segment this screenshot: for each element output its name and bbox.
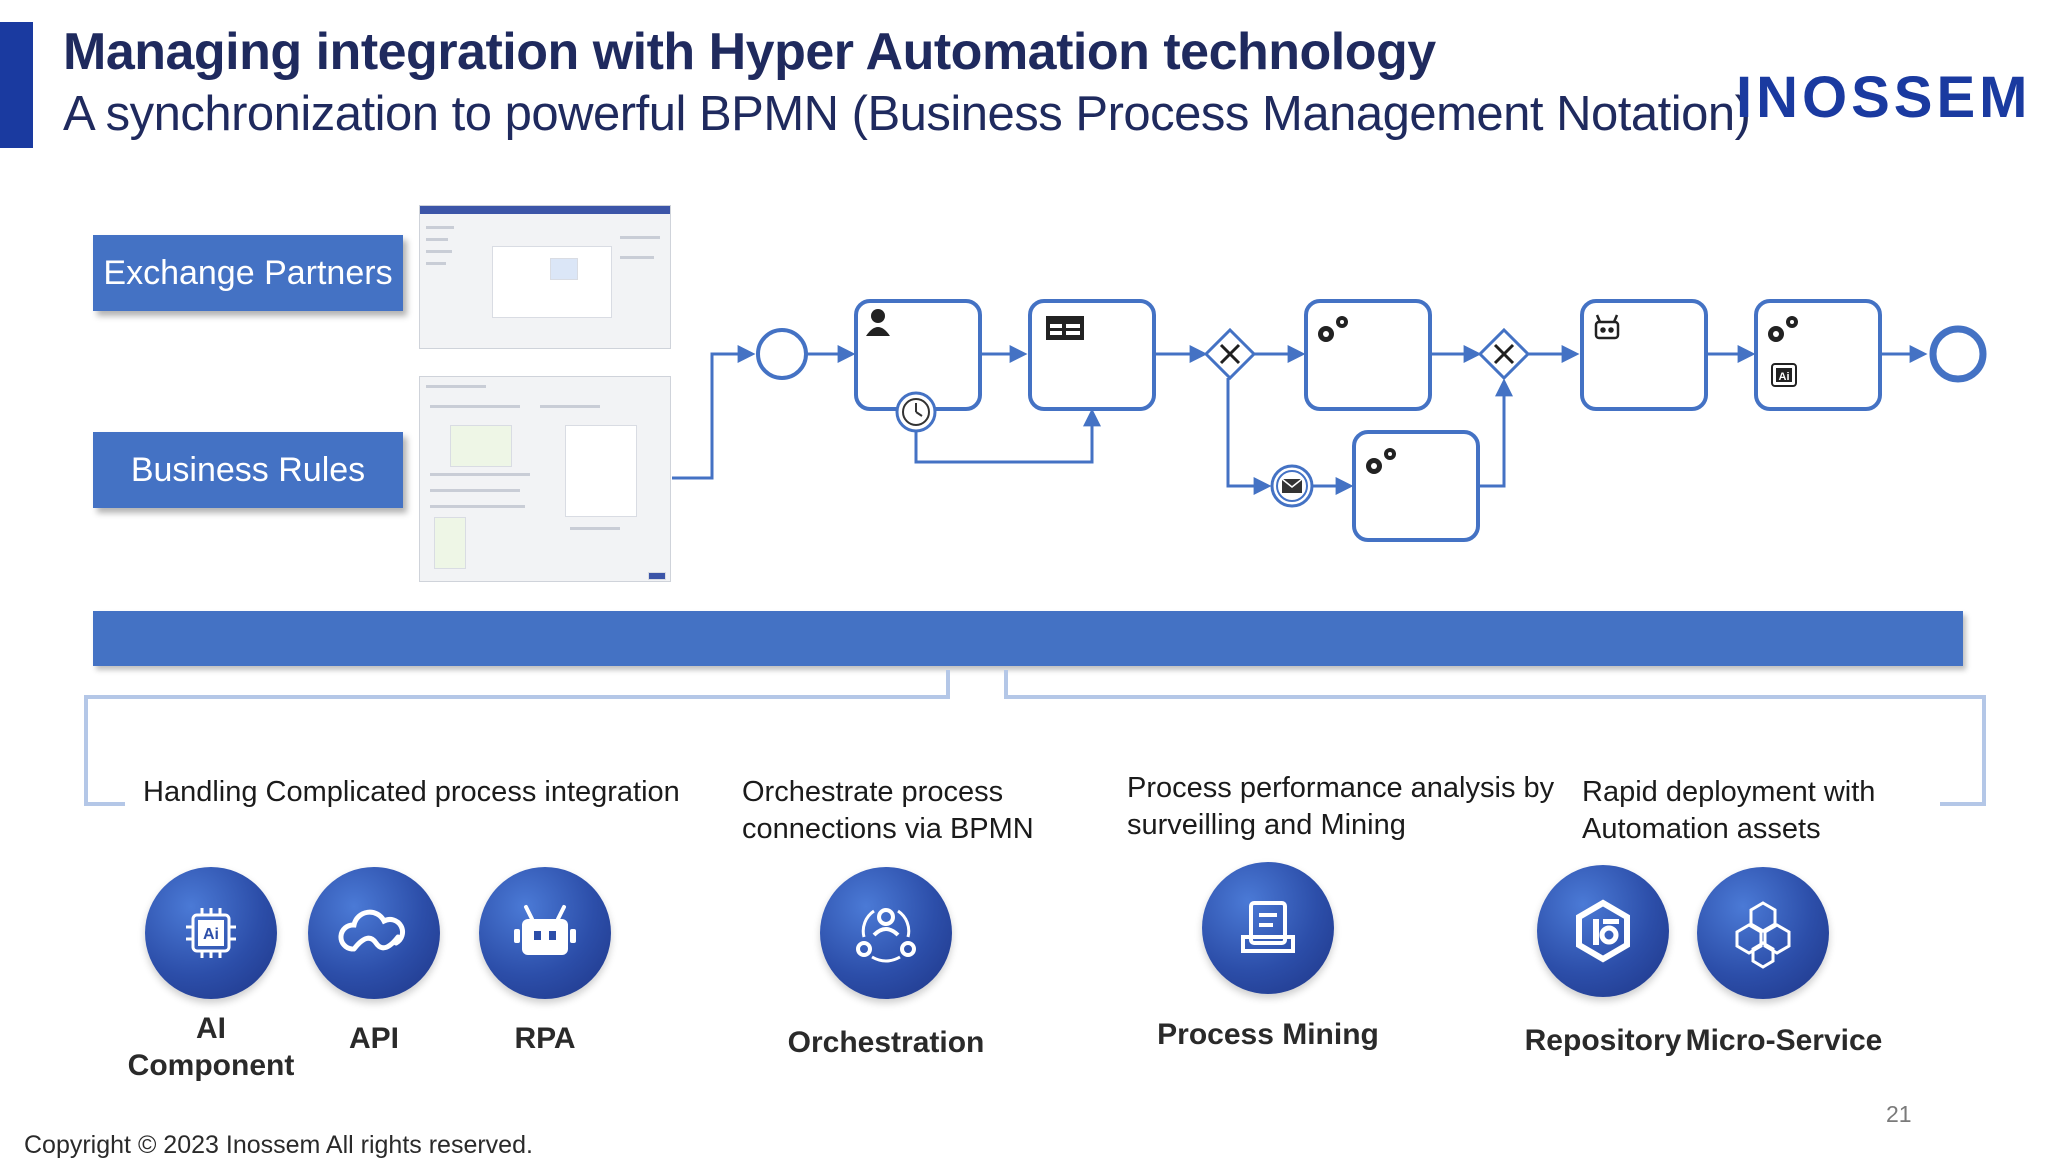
category-integration-text: Handling Complicated process integration: [143, 776, 680, 808]
category-mining-line2: surveilling and Mining: [1127, 809, 1406, 841]
orchestration-icon: [856, 908, 916, 963]
robot-icon: [514, 905, 576, 955]
repository-icon: [1576, 899, 1630, 963]
category-deployment-line2: Automation assets: [1582, 813, 1821, 845]
user-icon: [866, 309, 890, 336]
process-mining-icon: [1241, 901, 1295, 953]
category-deployment-text: Rapid deployment with Automation assets: [1582, 774, 1875, 848]
micro-service-circle: [1697, 867, 1829, 999]
robot-marker-icon: [1594, 314, 1620, 340]
category-orchestrate-text: Orchestrate process connections via BPMN: [742, 774, 1034, 848]
gears-icon: [1318, 316, 1798, 474]
page-subtitle: A synchronization to powerful BPMN (Busi…: [63, 87, 1751, 141]
exchange-partners-screenshot: [419, 205, 671, 349]
copyright-text: Copyright © 2023 Inossem All rights rese…: [24, 1131, 533, 1159]
ai-chip-icon: Ai: [186, 908, 236, 958]
repository-circle: [1537, 865, 1669, 997]
exchange-partners-box: Exchange Partners: [93, 235, 403, 311]
cubes-icon: [1735, 901, 1791, 969]
page-title: Managing integration with Hyper Automati…: [63, 23, 1436, 81]
ai-component-label: AI Component: [105, 1010, 317, 1084]
category-orchestrate-line2: connections via BPMN: [742, 813, 1034, 845]
category-mining-text: Process performance analysis by surveill…: [1127, 770, 1554, 844]
micro-service-label: Micro-Service: [1685, 1024, 1883, 1057]
ai-component-circle: Ai: [145, 867, 277, 999]
integration-bar: [93, 611, 1963, 666]
business-rules-box: Business Rules: [93, 432, 403, 508]
ai-component-label-line1: AI: [196, 1012, 226, 1045]
svg-text:Ai: Ai: [1779, 371, 1790, 383]
business-rules-screenshot: [419, 376, 671, 582]
repository-label: Repository: [1524, 1024, 1682, 1057]
robot-task: [1580, 299, 1708, 411]
ai-chip-marker-icon: Ai: [1771, 363, 1797, 387]
start-event: [756, 328, 808, 380]
category-orchestrate-line1: Orchestrate process: [742, 776, 1004, 808]
process-mining-label: Process Mining: [1157, 1018, 1379, 1051]
rpa-circle: [479, 867, 611, 999]
orchestration-circle: [820, 867, 952, 999]
api-circle: [308, 867, 440, 999]
company-logo: INOSSEM: [1736, 65, 2032, 130]
svg-text:Ai: Ai: [203, 926, 219, 943]
accent-bar: [0, 22, 33, 148]
service-task-branch: [1352, 430, 1480, 542]
category-deployment-line1: Rapid deployment with: [1582, 776, 1876, 808]
end-event: [1929, 325, 1987, 383]
service-task: [1304, 299, 1432, 411]
process-mining-circle: [1202, 862, 1334, 994]
form-icon: [1046, 316, 1084, 340]
business-rules-label: Business Rules: [130, 450, 366, 489]
rpa-label: RPA: [514, 1022, 576, 1055]
page-number: 21: [1886, 1101, 1912, 1127]
api-cloud-icon: [338, 909, 406, 952]
category-mining-line1: Process performance analysis by: [1127, 772, 1555, 804]
api-label: API: [348, 1022, 399, 1055]
ai-component-label-line2: Component: [127, 1049, 295, 1082]
input-connector: [672, 345, 756, 480]
orchestration-label: Orchestration: [787, 1026, 985, 1059]
exchange-partners-label: Exchange Partners: [103, 253, 393, 292]
